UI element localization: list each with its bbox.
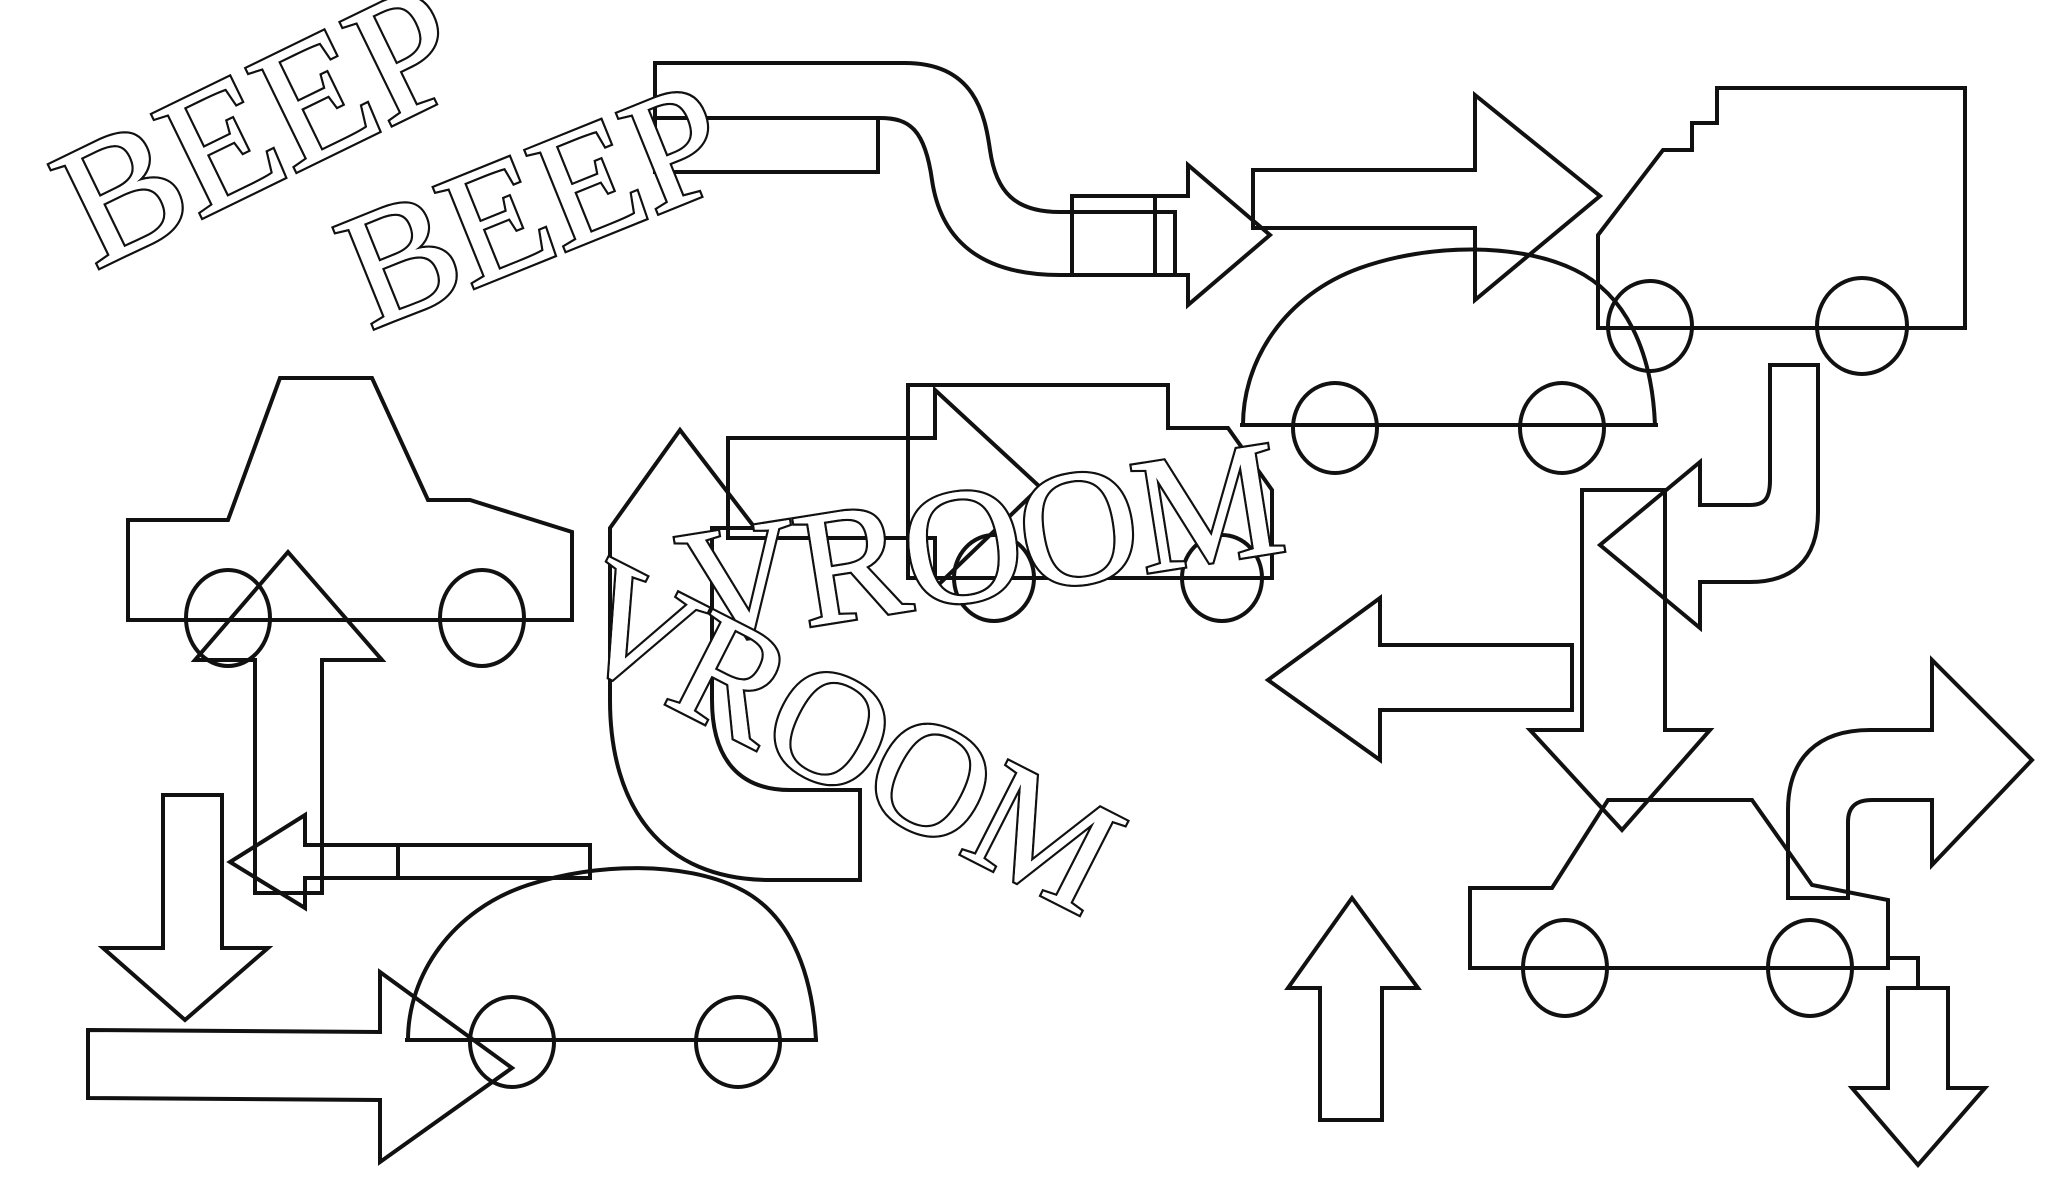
truck-box-middle-body	[906, 383, 1274, 580]
car-rounded-top-body	[1240, 247, 1658, 427]
car-rounded-top	[1240, 247, 1658, 475]
car-sedan-right-wheel-front	[1521, 918, 1609, 1018]
arrow-up-curved-center	[608, 426, 862, 882]
arrow-up-bottom-center-shape	[1284, 894, 1422, 1122]
truck-box-middle-wheel-rear	[1180, 533, 1264, 623]
arrow-left-bottom-tail	[398, 843, 592, 880]
truck-box-middle-wheel-front	[952, 533, 1036, 623]
car-sedan-right	[1468, 798, 1890, 1018]
car-rounded-bottom-wheel-rear	[694, 995, 782, 1089]
car-rounded-bottom-body	[405, 866, 819, 1042]
arrow-right-top-a	[1153, 160, 1274, 310]
arrow-uturn-left-right	[1596, 363, 1820, 633]
car-sedan-right-body	[1468, 798, 1890, 970]
arrow-up-left-shape	[190, 548, 387, 895]
car-sedan-left-wheel-rear	[438, 568, 526, 668]
arrow-down-right	[1525, 488, 1715, 833]
arrow-right-bottom-left	[86, 968, 516, 1166]
arrow-left-middle	[1264, 594, 1574, 764]
car-sedan-right-wheel-rear	[1766, 918, 1854, 1018]
car-rounded-top-wheel-rear	[1518, 381, 1606, 475]
arrow-down-left	[97, 793, 274, 1023]
truck-box-top-wheel-rear	[1815, 276, 1909, 376]
car-rounded-top-wheel-front	[1291, 381, 1379, 475]
arrow-right-middle	[726, 385, 1043, 593]
car-rounded-bottom-wheel-front	[468, 995, 556, 1089]
car-sedan-left	[126, 376, 574, 668]
arrow-left-bottom-arrow	[226, 811, 400, 912]
car-sedan-left-wheel-front	[184, 568, 272, 668]
truck-box-top-body	[1596, 86, 1967, 330]
arrow-bend-right	[1786, 655, 2035, 900]
truck-box-middle	[906, 383, 1274, 623]
arrow-down-bottom-right-notch	[1888, 956, 1920, 988]
arrow-down-bottom-right	[1847, 986, 1990, 1169]
truck-box-top	[1596, 86, 1967, 376]
car-sedan-left-body	[126, 376, 574, 622]
arrow-right-top-a-tail	[1070, 194, 1155, 277]
arrow-right-top-b	[1251, 90, 1604, 305]
